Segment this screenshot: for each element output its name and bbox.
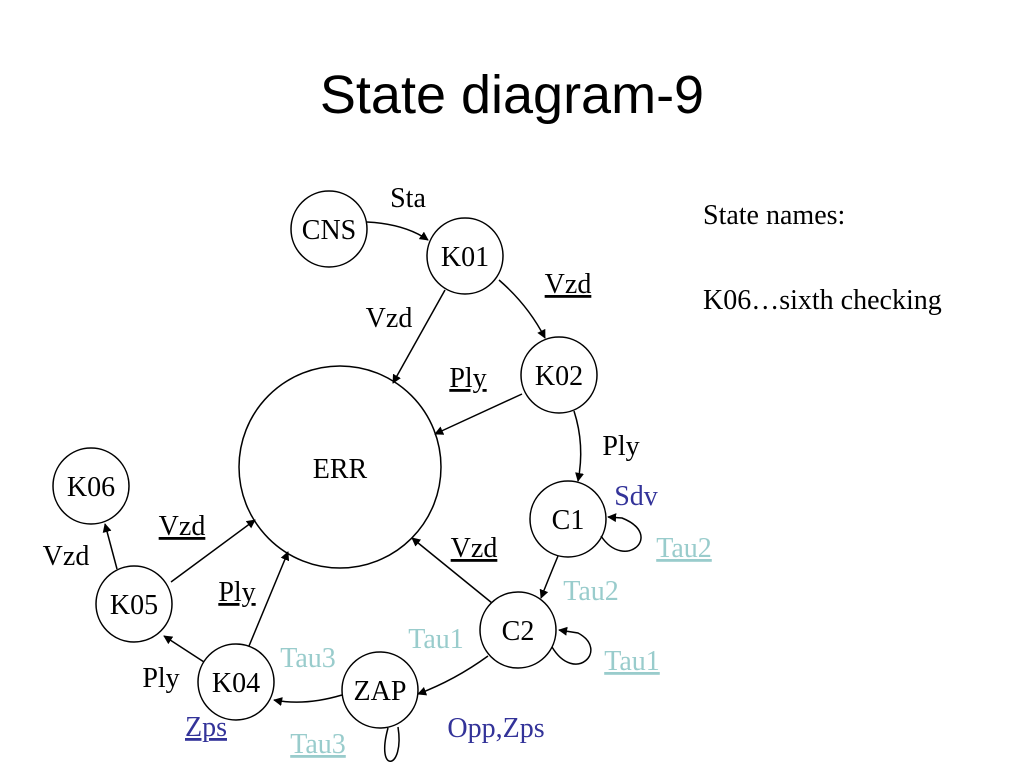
state-k02: K02 (520, 336, 598, 414)
state-k05-label: K05 (110, 590, 158, 621)
state-names-description: K06…sixth checking (703, 285, 942, 316)
label-k04-zps: Zps (185, 712, 227, 743)
arrow-cns-k01 (366, 221, 429, 241)
label-k04-k05: Ply (142, 663, 179, 694)
arrow-zap-k04 (273, 694, 343, 706)
arrow-k01-k02 (498, 279, 546, 339)
label-k05-err: Vzd (159, 511, 206, 542)
state-k06: K06 (52, 447, 130, 525)
state-k06-label: K06 (67, 472, 115, 503)
arrow-k04-k05 (163, 635, 205, 663)
arrow-k01-err (392, 289, 446, 384)
label-k04-err-tau: Tau3 (280, 643, 336, 674)
arrow-k02-c1 (573, 410, 584, 482)
label-cns-k01: Sta (390, 183, 426, 214)
arrow-k05-err (170, 519, 256, 583)
label-c2-err: Vzd (451, 533, 498, 564)
state-err-label: ERR (313, 454, 368, 485)
state-names-heading: State names: (703, 200, 846, 231)
arrow-c2-self (551, 626, 592, 665)
state-cns: CNS (290, 190, 368, 268)
state-k04-label: K04 (212, 668, 260, 699)
state-k04: K04 (197, 643, 275, 721)
state-err: ERR (238, 365, 442, 569)
label-zap-self: Tau3 (290, 729, 346, 760)
state-k01-label: K01 (441, 242, 489, 273)
label-k02-err: Ply (449, 363, 486, 394)
state-k02-label: K02 (535, 361, 583, 392)
state-cns-label: CNS (302, 215, 356, 246)
label-zap-k04: Opp,Zps (447, 713, 544, 744)
state-zap-label: ZAP (354, 676, 407, 707)
label-c1-sdv: Sdv (614, 481, 658, 512)
arrow-zap-self (383, 726, 400, 762)
arrow-k05-k06 (102, 523, 118, 570)
state-c1-label: C1 (552, 505, 585, 536)
arrow-c1-self (600, 513, 642, 552)
state-c2: C2 (479, 591, 557, 669)
arrow-c2-zap (417, 655, 489, 696)
arrow-c1-c2 (539, 555, 559, 599)
label-k04-err: Ply (218, 577, 255, 608)
arrow-k04-err (248, 551, 290, 647)
state-k01: K01 (426, 217, 504, 295)
label-k01-err: Vzd (366, 303, 413, 334)
state-c1: C1 (529, 480, 607, 558)
label-k01-k02: Vzd (545, 269, 592, 300)
label-c2-zap: Tau1 (408, 624, 464, 655)
label-k05-k06: Vzd (43, 541, 90, 572)
label-k02-c1: Ply (602, 431, 639, 462)
label-c1-self: Tau2 (656, 533, 712, 564)
label-c1-c2: Tau2 (563, 576, 619, 607)
arrow-c2-err (411, 537, 493, 604)
state-zap: ZAP (341, 651, 419, 729)
arrow-k02-err (434, 393, 523, 435)
page-title: State diagram-9 (319, 65, 705, 125)
state-c2-label: C2 (502, 616, 535, 647)
label-c2-self: Tau1 (604, 646, 660, 677)
state-k05: K05 (95, 565, 173, 643)
